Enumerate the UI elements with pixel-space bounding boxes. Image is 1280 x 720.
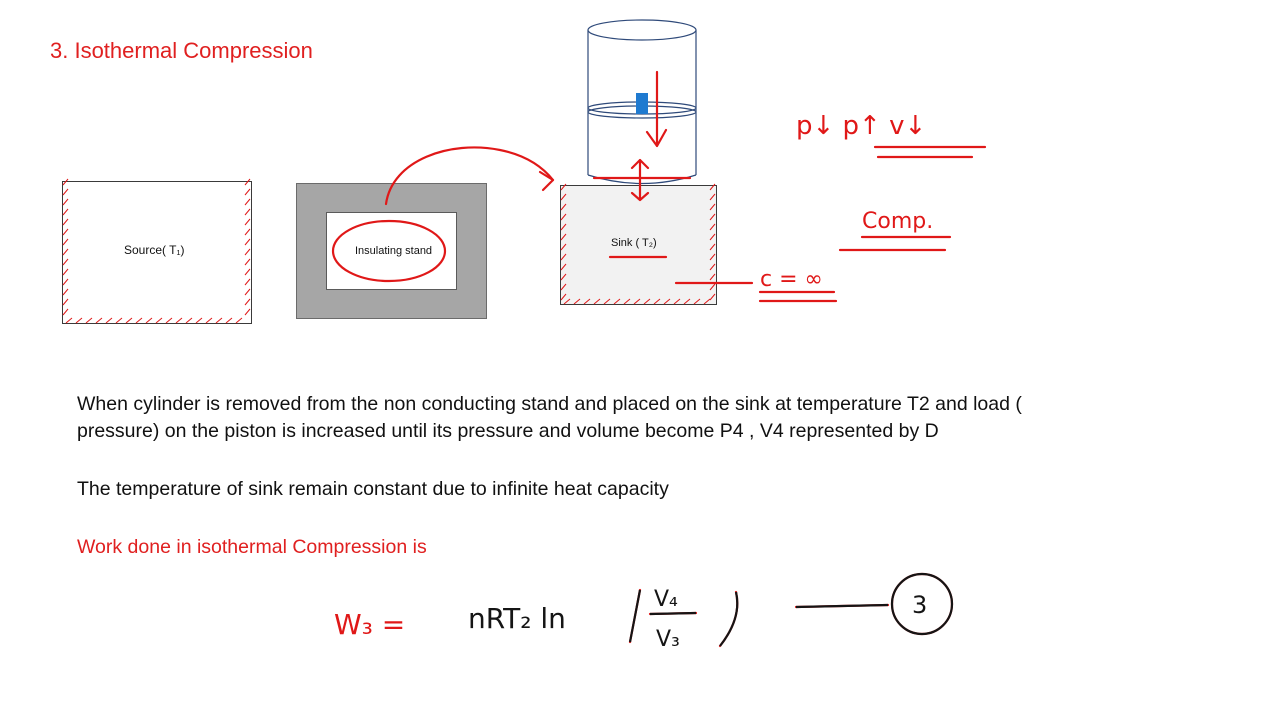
transfer-arrow xyxy=(384,146,555,206)
equation-number: 3 xyxy=(912,591,927,619)
paragraph-3: Work done in isothermal Compression is xyxy=(77,536,427,558)
sink-label: Sink ( T₂) xyxy=(611,237,657,249)
work-rhs: nRT₂ ln xyxy=(468,602,566,635)
source-label: Source( T₁) xyxy=(124,243,185,257)
c-note: c = ∞ xyxy=(760,267,823,292)
fraction-numerator: V₄ xyxy=(654,587,678,612)
fraction-denominator: V₃ xyxy=(656,627,680,652)
work-lhs: W₃ = xyxy=(334,608,405,641)
heat-arrow xyxy=(630,158,650,202)
stand-label: Insulating stand xyxy=(355,245,433,257)
comp-underline xyxy=(838,235,952,252)
paragraph-1-line-2: pressure) on the piston is increased unt… xyxy=(77,420,939,442)
paragraph-2: The temperature of sink remain constant … xyxy=(77,478,669,500)
piston-rod xyxy=(636,93,648,114)
stand-circle xyxy=(331,219,447,283)
source-hatching xyxy=(62,178,251,324)
slide-title: 3. Isothermal Compression xyxy=(50,38,313,63)
sink-block xyxy=(560,185,717,305)
sink-hatching xyxy=(560,183,716,305)
comp-note: Comp. xyxy=(862,209,933,234)
pressure-note: p↓ p↑ v↓ xyxy=(796,111,926,141)
pressure-underline xyxy=(873,145,987,159)
source-block xyxy=(62,181,252,324)
paragraph-1-line-1: When cylinder is removed from the non co… xyxy=(77,393,1022,415)
insulating-stand-inner xyxy=(326,212,457,290)
down-arrow xyxy=(645,70,668,148)
